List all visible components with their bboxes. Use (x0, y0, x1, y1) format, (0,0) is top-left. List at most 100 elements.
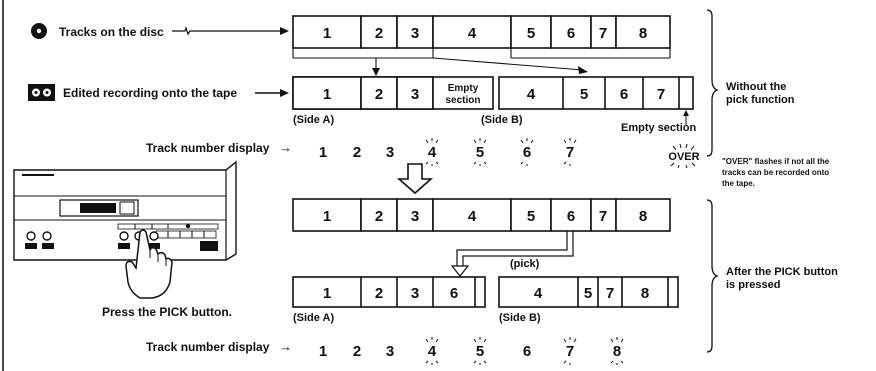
track-number: 3 (411, 25, 419, 42)
cd-player-illustration (13, 160, 237, 261)
track-number: 6 (620, 86, 628, 103)
bottom-display-numbers: 1 2 3 4 5 6 7 8 (319, 343, 621, 360)
track-number: 4 (468, 208, 477, 225)
top-bracket (706, 9, 719, 157)
disc-track-box (615, 198, 671, 232)
track-number: 4 (468, 25, 477, 42)
disc-track-box (396, 198, 434, 232)
display-number: 1 (319, 144, 327, 161)
top-display-numbers: 1 2 3 4 5 6 7 (319, 144, 574, 161)
without-pick-note: Without the (726, 81, 786, 93)
track-number: 2 (375, 86, 383, 103)
disc-track-box (360, 15, 398, 49)
disc-track-box (550, 15, 592, 49)
track-number: 1 (323, 25, 331, 42)
top-disc-row: 1 2 3 4 5 6 7 8 (292, 15, 671, 49)
hand-pointer-icon (125, 229, 173, 299)
blink-marks (425, 138, 577, 166)
track-number: 7 (599, 208, 607, 225)
over-note: the tape. (722, 179, 755, 188)
disc-label: Tracks on the disc (59, 25, 164, 39)
track-number: 2 (375, 285, 383, 302)
disc-icon (31, 23, 47, 39)
track-number: 3 (411, 208, 419, 225)
track-number: 6 (450, 285, 458, 302)
bottom-bracket (706, 199, 719, 353)
track-number: 7 (599, 25, 607, 42)
top-connectors (292, 48, 671, 71)
side-a-label: (Side A) (293, 312, 334, 324)
disc-track-box (432, 15, 512, 49)
empty-section-text: section (445, 95, 480, 106)
without-pick-note: pick function (726, 94, 795, 106)
track-number: 7 (606, 285, 614, 302)
pick-label: (pick) (510, 258, 540, 270)
disc-track-box (615, 15, 671, 49)
track-number: 6 (567, 25, 575, 42)
tape-track-box (396, 76, 434, 110)
track-number: 3 (411, 86, 419, 103)
display-number: 6 (523, 144, 531, 161)
display-number: 3 (386, 144, 394, 161)
track-number: 5 (527, 208, 535, 225)
bottom-tape-row: 1 2 3 6 4 5 7 8 (292, 276, 679, 308)
tape-side-b-box (498, 276, 679, 308)
over-indicator: OVER (668, 143, 700, 169)
display-label: Track number display (146, 340, 270, 354)
side-a-label: (Side A) (293, 114, 334, 126)
arrow-glyph: → (279, 339, 292, 354)
disc-track-box (292, 198, 362, 232)
after-pick-note: After the PICK button (726, 266, 838, 278)
pick-arrow-head (450, 265, 470, 277)
display-number: 4 (428, 343, 437, 360)
track-number: 4 (527, 86, 536, 103)
display-number: 6 (523, 343, 531, 360)
disc-track-box (590, 15, 617, 49)
tape-side-a-box (292, 276, 486, 308)
display-number: 4 (428, 144, 437, 161)
empty-section-text: Empty (448, 83, 479, 94)
track-number: 5 (580, 86, 588, 103)
blink-marks (425, 337, 624, 365)
side-b-label: (Side B) (481, 114, 523, 126)
arrow-glyph: → (279, 140, 292, 155)
press-pick-label: Press the PICK button. (102, 305, 232, 319)
empty-section-label: Empty section (621, 122, 696, 134)
after-pick-note: is pressed (726, 279, 780, 291)
display-number: 8 (613, 343, 621, 360)
display-number: 5 (476, 343, 484, 360)
disc-track-box (510, 15, 552, 49)
display-number: 7 (566, 144, 574, 161)
tape-track-box (360, 76, 398, 110)
track-number: 1 (323, 208, 331, 225)
disc-track-box (510, 198, 552, 232)
display-number: 2 (353, 343, 361, 360)
track-number: 4 (534, 285, 543, 302)
track-number: 2 (375, 208, 383, 225)
display-number: 5 (476, 144, 484, 161)
track-number: 5 (584, 285, 592, 302)
track-number: 2 (375, 25, 383, 42)
display-number: 7 (566, 343, 574, 360)
track-number: 8 (639, 208, 647, 225)
display-label: Track number display (146, 141, 270, 155)
cassette-icon (28, 84, 55, 101)
pick-arrow (456, 231, 574, 266)
track-number: 8 (641, 285, 649, 302)
track-number: 8 (639, 25, 647, 42)
tape-side-b-box (498, 76, 694, 110)
top-tape-row: 1 2 3 Empty section 4 5 6 7 (292, 76, 694, 110)
track-number: 5 (527, 25, 535, 42)
display-number: 3 (386, 343, 394, 360)
track-number: 1 (323, 285, 331, 302)
down-arrow-icon (396, 163, 434, 195)
empty-section-box (432, 76, 494, 110)
side-b-label: (Side B) (499, 312, 541, 324)
disc-track-box (432, 198, 512, 232)
bottom-disc-row: 1 2 3 4 5 6 7 8 (292, 198, 671, 232)
over-note: tracks can be recorded onto (722, 168, 829, 177)
over-text: OVER (668, 151, 699, 163)
track-number: 3 (411, 285, 419, 302)
over-note: "OVER" flashes if not all the (722, 157, 830, 166)
